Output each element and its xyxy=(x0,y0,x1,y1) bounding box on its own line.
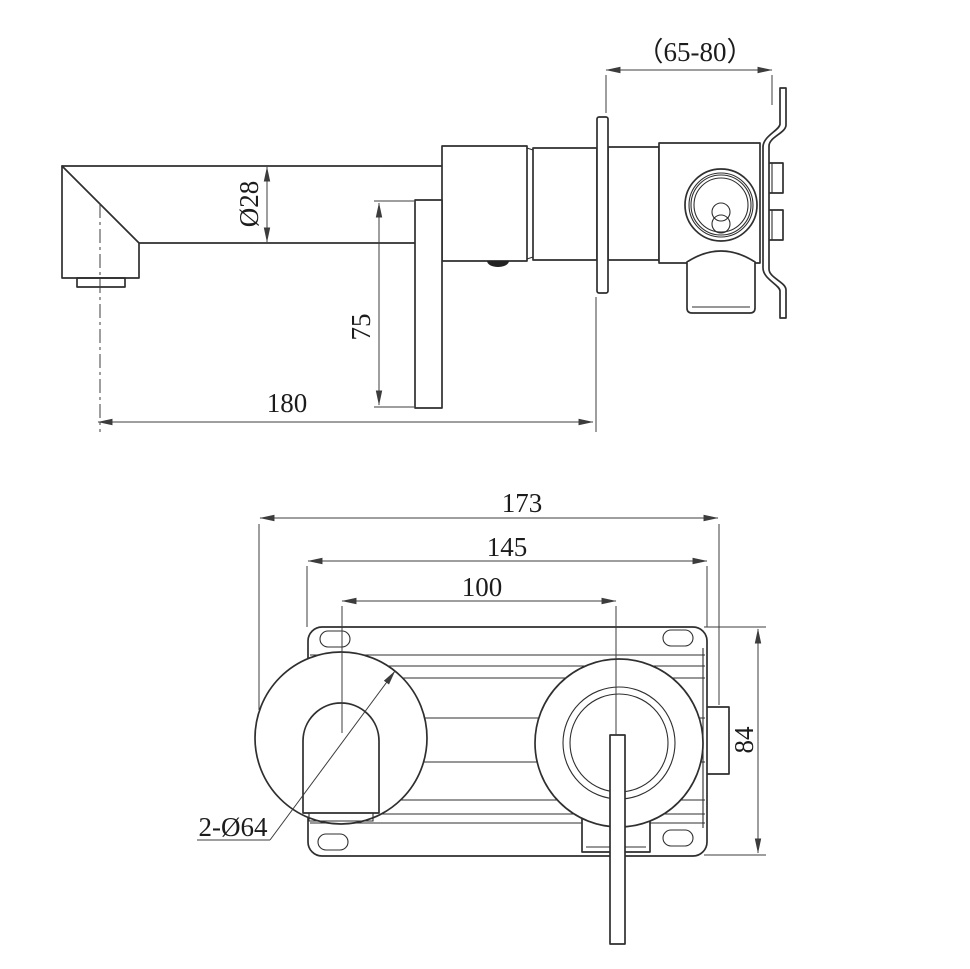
mounting-slot-bl xyxy=(317,833,349,851)
cartridge-ring-4 xyxy=(693,177,749,233)
dim-depth-range: （65-80） xyxy=(637,37,754,67)
dim-overall-width: 173 xyxy=(502,488,543,518)
front-view: 173 145 100 84 2-Ø64 xyxy=(197,488,766,945)
cartridge-port-top xyxy=(711,202,731,222)
dim-plate-width: 145 xyxy=(487,532,528,562)
dim-hole-spacing: 100 xyxy=(462,572,503,602)
mounting-lug-top xyxy=(767,162,784,194)
valve-body xyxy=(658,142,761,314)
dim-handle-length: 75 xyxy=(346,314,376,341)
chamfer-top xyxy=(526,147,534,151)
mounting-lug-bottom xyxy=(767,209,784,241)
dim-spout-reach: 180 xyxy=(267,388,308,418)
side-view-dimensions: （65-80） Ø28 75 180 xyxy=(97,37,773,432)
mounting-slots xyxy=(317,629,694,851)
outlet-arc xyxy=(686,250,756,263)
spout-mount-foot xyxy=(308,813,374,822)
spout-hole xyxy=(254,651,428,825)
handle-base-section xyxy=(441,145,528,262)
dim-spout-diameter: Ø28 xyxy=(234,181,264,228)
mounting-slot-br xyxy=(662,829,694,847)
handle-lever xyxy=(414,199,443,409)
cartridge-port-bottom xyxy=(711,214,731,234)
wall-section xyxy=(607,146,660,261)
escutcheon-plate xyxy=(596,116,609,294)
mounting-slot-tl xyxy=(319,630,351,648)
wall-bracket xyxy=(762,87,787,319)
side-view: （65-80） Ø28 75 180 xyxy=(61,37,787,432)
sleeve-section xyxy=(532,147,598,261)
front-view-dimensions: 173 145 100 84 2-Ø64 xyxy=(197,488,766,856)
leader-line-holes xyxy=(269,670,396,841)
handle-lever-front xyxy=(609,734,626,945)
faucet-body-sections xyxy=(441,145,660,267)
bracket-strip xyxy=(762,87,787,319)
mounting-slot-tr xyxy=(662,629,694,647)
aerator xyxy=(76,277,126,288)
outlet-elbow xyxy=(686,262,756,314)
valve-housing xyxy=(658,142,761,264)
cartridge-ring-1 xyxy=(684,168,758,242)
cartridge-ring-2 xyxy=(688,172,754,238)
spout-mount-arch xyxy=(302,702,380,814)
chamfer-bottom xyxy=(526,256,534,260)
dim-holes-note: 2-Ø64 xyxy=(199,812,268,842)
cartridge-ring-3 xyxy=(690,174,752,236)
set-screw xyxy=(487,261,509,267)
dim-plate-height: 84 xyxy=(729,726,759,754)
